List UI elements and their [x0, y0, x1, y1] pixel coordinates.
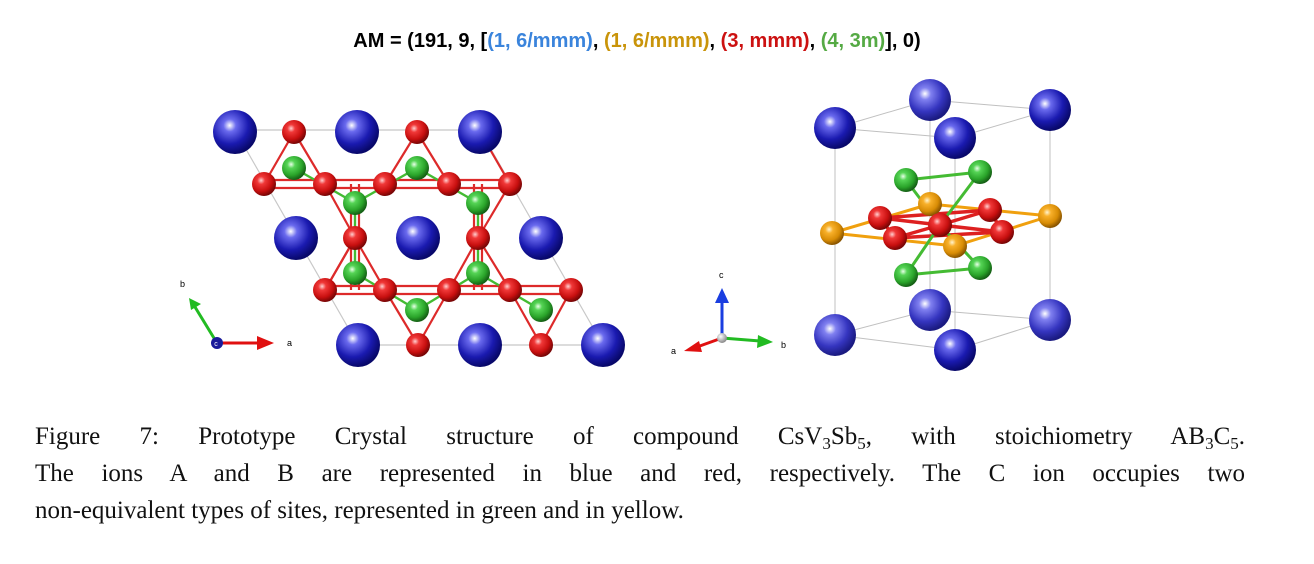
left-axis-b-label: b: [180, 279, 185, 289]
ion-C-yellow-atoms: [820, 192, 1062, 258]
ion-A-atoms: [213, 110, 625, 367]
top-view-structure: [213, 110, 625, 367]
ion-A-corner-atoms: [814, 79, 1071, 371]
caption-text-5: .: [1238, 423, 1245, 450]
figure-header: AM = (191, 9, [(1, 6/mmm), (1, 6/mmm), (…: [0, 30, 1274, 53]
caption-text-4: C: [1213, 423, 1231, 450]
right-axis-a-label: a: [671, 346, 676, 356]
caption-line-3: non-equivalent types of sites, represent…: [35, 497, 684, 524]
crystal-structure-figure: c a b: [180, 79, 1071, 371]
caption-line-2: The ions A and B are represented in blue…: [35, 460, 1245, 487]
caption-line-1: Figure 7: Prototype Crystal structure of…: [35, 418, 1245, 455]
figure-caption: Figure 7: Prototype Crystal structure of…: [35, 418, 1245, 529]
header-site-1: (1, 6/mmm): [487, 30, 593, 52]
header-sep-2: ,: [709, 30, 721, 52]
caption-text-2: Sb: [830, 423, 858, 450]
header-sep-3: ,: [809, 30, 821, 52]
ion-C-green-atoms-3d: [894, 160, 992, 287]
caption-label: Figure 7:: [35, 423, 159, 450]
ion-B-atoms: [252, 120, 583, 357]
ion-C-green-atoms: [282, 156, 553, 322]
header-site-2: (1, 6/mmm): [603, 30, 710, 52]
header-site-4: (4, 3m): [820, 30, 886, 52]
header-prefix: AM = (191, 9, [: [353, 30, 488, 52]
right-axis-b-label: b: [781, 340, 786, 350]
caption-sub-1: 3: [822, 434, 831, 453]
left-axis-c-label: c: [214, 341, 218, 348]
header-sep-1: ,: [592, 30, 604, 52]
header-site-3: (3, mmm): [720, 30, 810, 52]
left-axes-indicator: c a b: [180, 279, 292, 350]
caption-text-1: Prototype Crystal structure of compound …: [198, 423, 823, 450]
right-axis-c-label: c: [719, 270, 724, 280]
caption-text-3: , with stoichiometry AB: [865, 423, 1206, 450]
caption-sub-3: 3: [1205, 434, 1214, 453]
caption-sub-4: 5: [1230, 434, 1239, 453]
right-axes-indicator: c a b: [671, 270, 786, 356]
ion-B-atoms-3d: [868, 198, 1014, 250]
perspective-view-structure: [814, 79, 1071, 371]
header-suffix: ], 0): [885, 30, 921, 52]
left-axis-a-label: a: [287, 338, 292, 348]
caption-sub-2: 5: [857, 434, 866, 453]
